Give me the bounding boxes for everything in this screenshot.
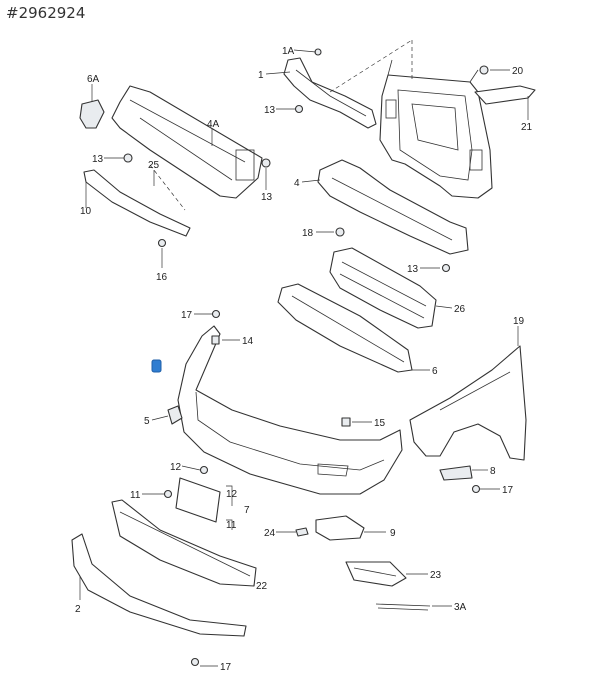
part-13-bolt-d[interactable]: [441, 263, 451, 273]
label-12: 12: [170, 462, 182, 473]
part-17-screw-b[interactable]: [471, 484, 481, 494]
label-13: 13: [264, 105, 276, 116]
diagram-number: #2962924: [6, 4, 86, 22]
part-16-screw[interactable]: [157, 238, 167, 248]
part-20-screw[interactable]: [479, 65, 489, 75]
label-19: 19: [513, 316, 525, 327]
part-13-bolt-b[interactable]: [123, 153, 133, 163]
label-2: 2: [75, 604, 81, 615]
label-7: 7: [244, 505, 250, 516]
part-1-bracket[interactable]: [283, 57, 377, 129]
part-10-guide[interactable]: [83, 169, 191, 237]
part-25-leader: [149, 164, 186, 211]
part-5-bracket[interactable]: [167, 405, 183, 425]
part-18-clip[interactable]: [335, 227, 345, 237]
label-1: 1: [258, 70, 264, 81]
label-4a: 4A: [207, 119, 220, 130]
part-24-clip[interactable]: [295, 527, 309, 537]
part-12-screw-a[interactable]: [199, 465, 209, 475]
label-4: 4: [294, 178, 300, 189]
label-3a: 3A: [454, 602, 467, 613]
part-23-insert[interactable]: [345, 561, 407, 587]
part-7-plate-bracket[interactable]: [175, 477, 221, 523]
label-17: 17: [181, 310, 193, 321]
part-17-screw-c[interactable]: [190, 657, 200, 667]
label-6: 6: [432, 366, 438, 377]
bumper-cover[interactable]: [177, 325, 403, 495]
label-12: 12: [226, 489, 238, 500]
part-15-clip[interactable]: [341, 417, 351, 427]
label-23: 23: [430, 570, 442, 581]
part-6-absorber[interactable]: [277, 283, 413, 373]
label-13: 13: [92, 154, 104, 165]
label-16: 16: [156, 272, 168, 283]
label-25: 25: [148, 160, 160, 171]
label-24: 24: [264, 528, 276, 539]
label-10: 10: [80, 206, 92, 217]
label-17: 17: [502, 485, 514, 496]
label-14: 14: [242, 336, 254, 347]
part-13-bolt-a[interactable]: [294, 104, 304, 114]
part-4a-crash-beam[interactable]: [111, 85, 263, 199]
part-6a-bracket[interactable]: [79, 99, 105, 129]
part-8-bracket[interactable]: [439, 465, 473, 481]
label-15: 15: [374, 418, 386, 429]
label-13: 13: [407, 264, 419, 275]
part-26-grille[interactable]: [329, 247, 437, 329]
part-2-spoiler[interactable]: [71, 533, 247, 637]
label-20: 20: [512, 66, 524, 77]
part-9-bracket[interactable]: [315, 515, 365, 541]
part-13-bolt-c[interactable]: [261, 158, 271, 168]
part-3a-wiring[interactable]: [375, 603, 431, 611]
part-11-screw-a[interactable]: [163, 489, 173, 499]
part-labels: 1A 1 13 6A 4A 13 25 13 10 16 20 21 4 18 …: [75, 46, 533, 673]
leader-lines: [79, 39, 529, 667]
label-6a: 6A: [87, 74, 100, 85]
label-22: 22: [256, 581, 268, 592]
label-11: 11: [130, 490, 141, 501]
highlighted-part[interactable]: [151, 359, 162, 373]
label-11: 11: [226, 520, 237, 531]
part-17-screw-a[interactable]: [211, 309, 221, 319]
part-21-bracket[interactable]: [474, 85, 536, 105]
part-19-fender[interactable]: [409, 345, 527, 461]
label-8: 8: [490, 466, 496, 477]
label-9: 9: [390, 528, 396, 539]
label-5: 5: [144, 416, 150, 427]
label-26: 26: [454, 304, 466, 315]
label-18: 18: [302, 228, 314, 239]
label-13: 13: [261, 192, 273, 203]
radiator-support-frame[interactable]: [379, 59, 493, 199]
label-21: 21: [521, 122, 533, 133]
part-22-lower-grille[interactable]: [111, 499, 257, 587]
part-4-carrier[interactable]: [317, 159, 469, 255]
part-14-clip[interactable]: [211, 335, 220, 345]
label-1a: 1A: [282, 46, 295, 57]
label-17: 17: [220, 662, 232, 673]
